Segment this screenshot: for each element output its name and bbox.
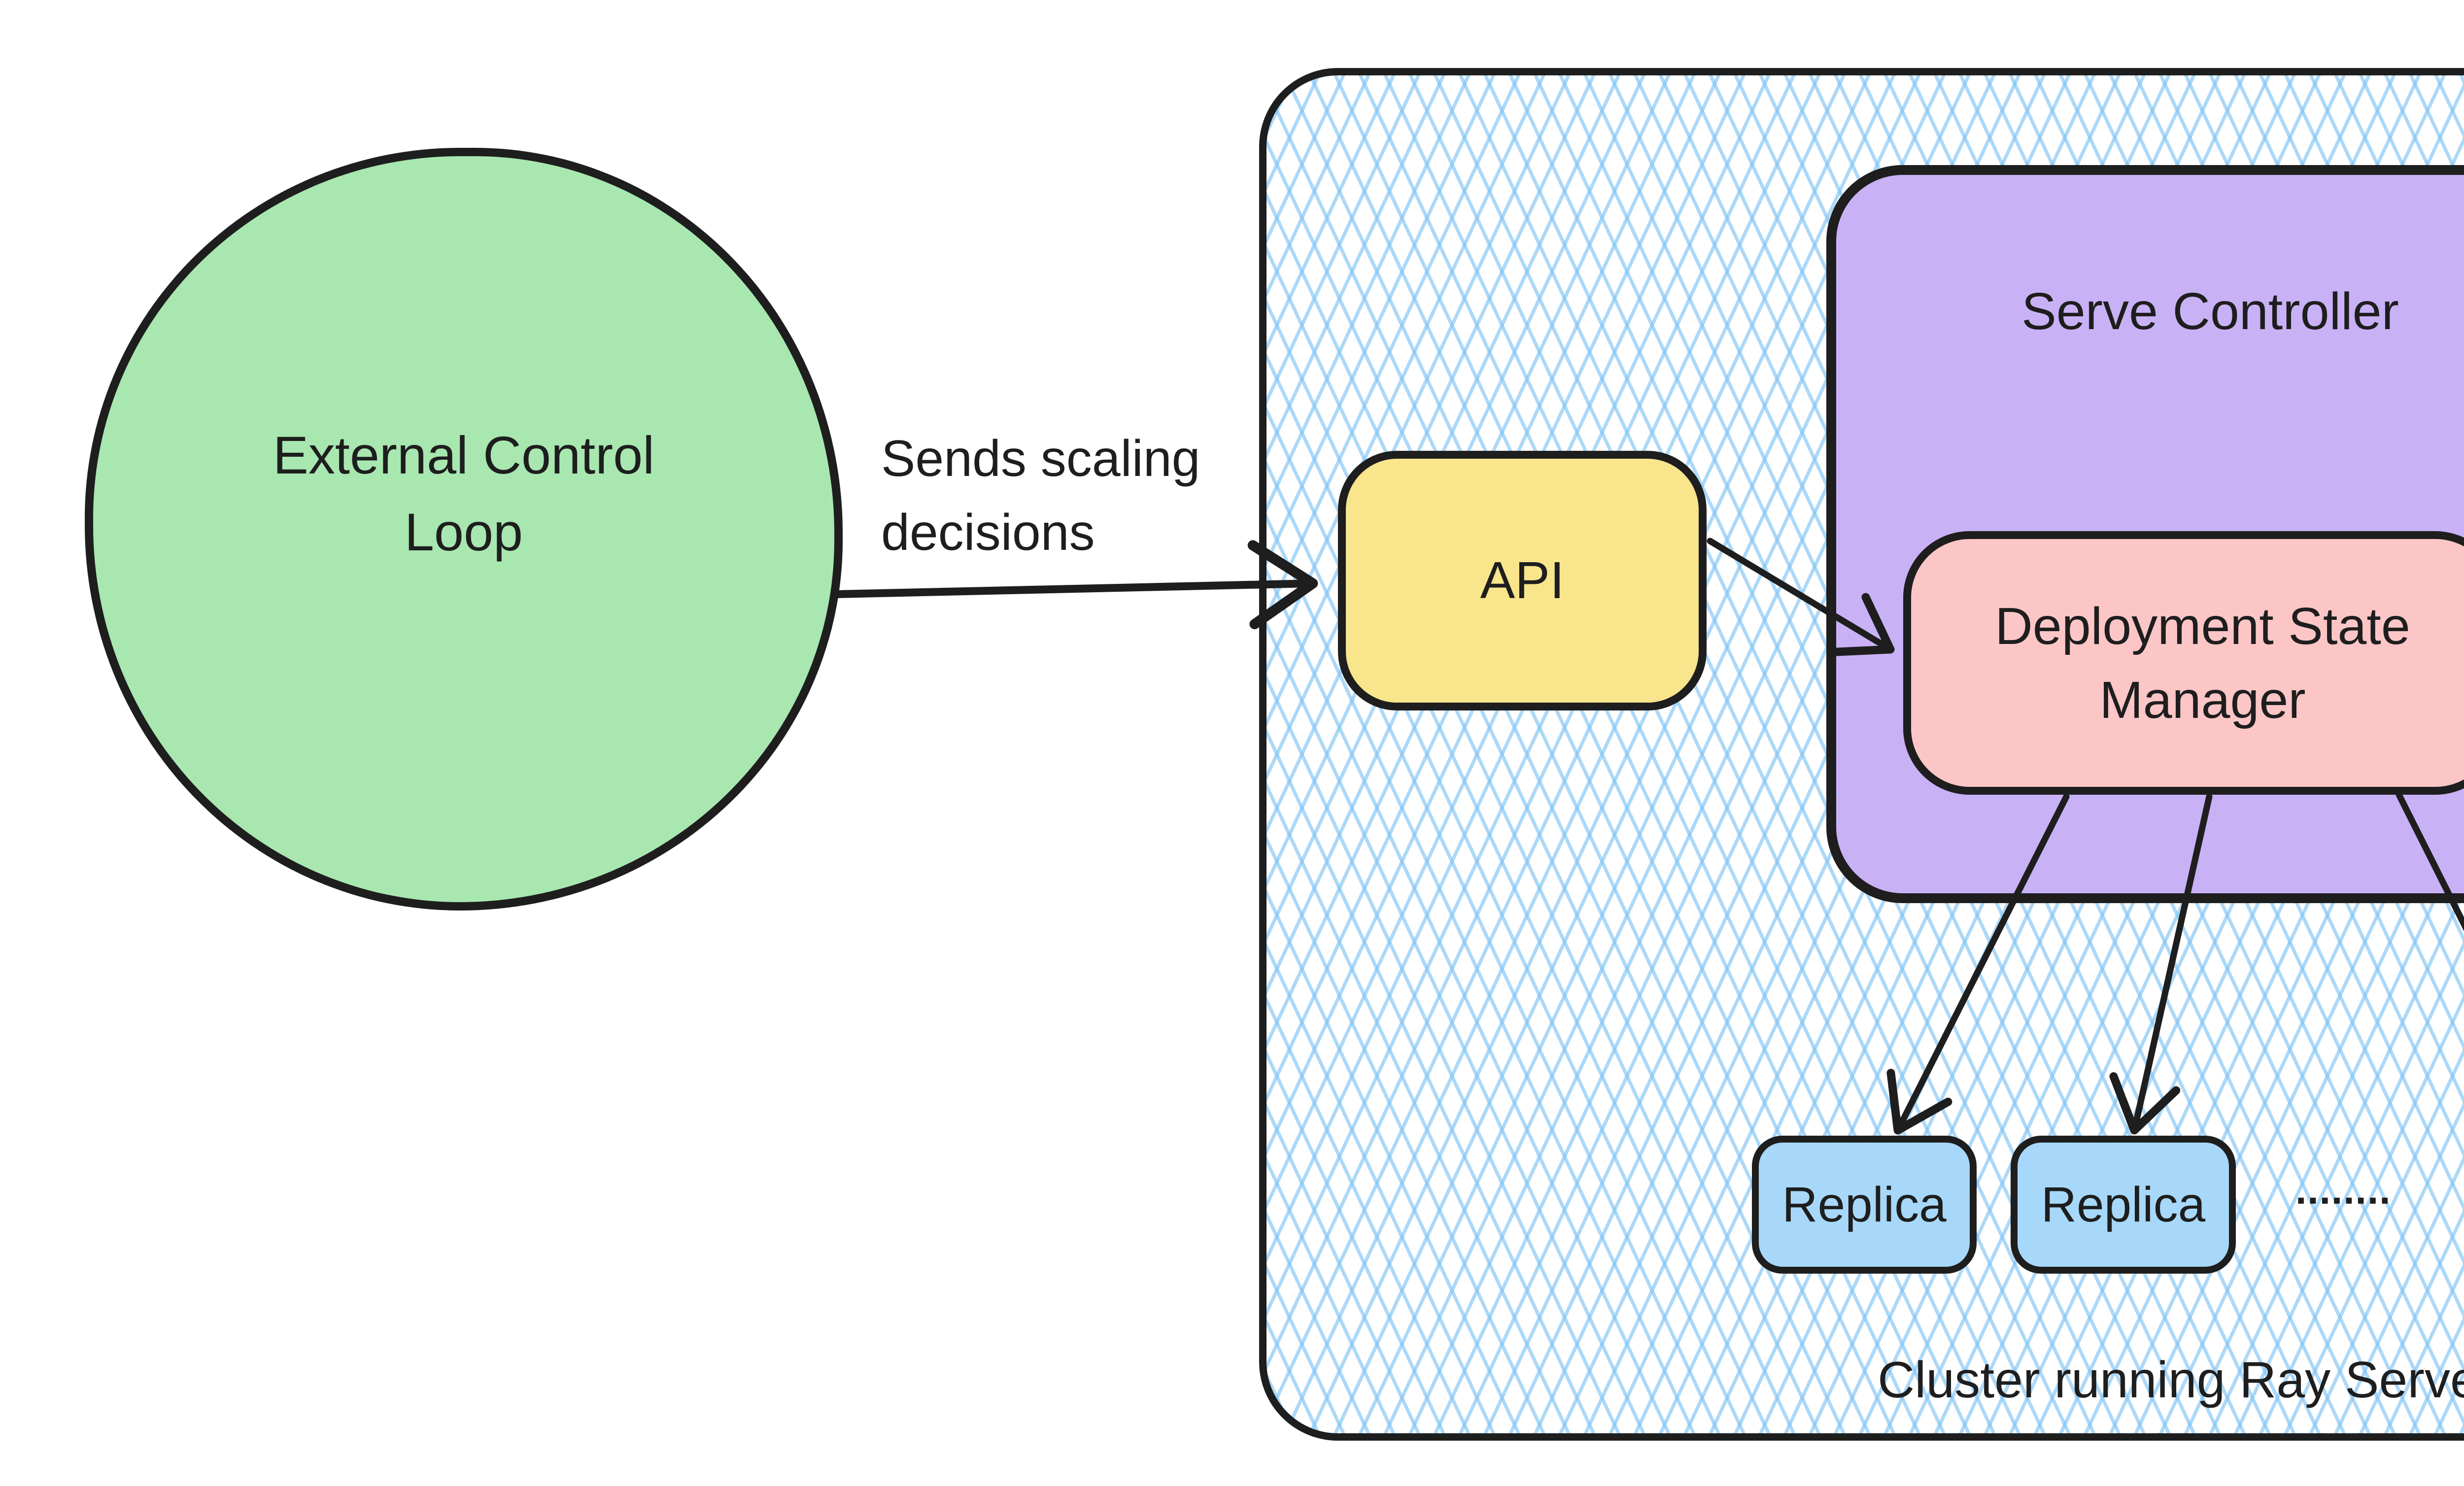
scaling-decisions-label: Sends scaling decisions	[881, 430, 1200, 561]
replica-box-2: Replica	[2011, 1136, 2236, 1274]
external-control-loop-label: External Control Loop	[273, 425, 655, 562]
deployment-state-manager-box: Deployment State Manager	[1903, 531, 2464, 795]
serve-controller-label: Serve Controller	[2021, 282, 2399, 340]
deployment-state-manager-label: Deployment State Manager	[1995, 597, 2410, 729]
api-box: API	[1338, 451, 1707, 710]
arrow-loop-to-api	[832, 540, 1318, 630]
cluster-caption: Cluster running Ray Serve	[1878, 1351, 2464, 1409]
replica-label-1: Replica	[1782, 1177, 1947, 1232]
replica-label-2: Replica	[2041, 1177, 2206, 1232]
api-label: API	[1480, 551, 1565, 609]
replica-ellipsis-dots: ········	[2295, 1178, 2393, 1223]
replica-box-1: Replica	[1752, 1136, 1977, 1274]
